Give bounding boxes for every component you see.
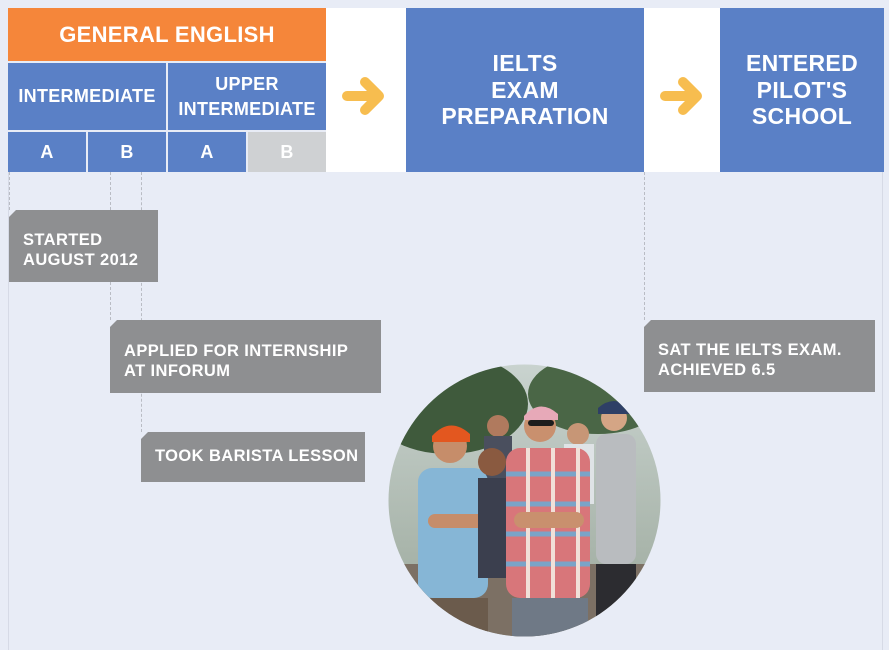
- sublevel-intermediate-a: A: [8, 132, 86, 172]
- sublevel-upper-a: A: [168, 132, 246, 172]
- milestone-internship-text: APPLIED FOR INTERNSHIP AT INFORUM: [124, 341, 349, 380]
- group-photo: [388, 364, 661, 637]
- note-notch: [9, 210, 16, 217]
- stage-pilot-school: ENTERED PILOT'S SCHOOL: [720, 8, 884, 172]
- milestone-started: STARTED AUGUST 2012: [9, 210, 158, 282]
- connector-line-ielts: [644, 172, 645, 320]
- note-notch: [110, 320, 117, 327]
- frame-line-left: [8, 172, 9, 650]
- connector-line-started: [9, 172, 10, 210]
- right-arrow-icon: [342, 77, 384, 115]
- stage-ielts-preparation: IELTS EXAM PREPARATION: [406, 8, 644, 172]
- milestone-barista-text: TOOK BARISTA LESSON: [155, 447, 359, 466]
- connector-line-barista: [141, 172, 142, 432]
- sublevel-intermediate-b: B: [88, 132, 166, 172]
- level-general-english: GENERAL ENGLISH: [8, 8, 326, 61]
- right-arrow-icon: [660, 77, 702, 115]
- milestone-ielts-result: SAT THE IELTS EXAM. ACHIEVED 6.5: [644, 320, 875, 392]
- milestone-started-text: STARTED AUGUST 2012: [23, 231, 139, 269]
- sublevel-upper-b: B: [248, 132, 326, 172]
- stage-ielts-label: IELTS EXAM PREPARATION: [441, 50, 609, 130]
- frame-line-right: [882, 8, 883, 650]
- level-intermediate: INTERMEDIATE: [8, 63, 166, 130]
- stage-pilot-label: ENTERED PILOT'S SCHOOL: [745, 50, 858, 130]
- note-notch: [141, 432, 148, 439]
- note-notch: [644, 320, 651, 327]
- milestone-internship: APPLIED FOR INTERNSHIP AT INFORUM: [110, 320, 381, 393]
- level-upper-intermediate-label: UPPER INTERMEDIATE: [178, 74, 316, 119]
- milestone-ielts-result-text: SAT THE IELTS EXAM. ACHIEVED 6.5: [658, 341, 842, 379]
- arrow-gap-2: [644, 8, 720, 172]
- milestone-barista: TOOK BARISTA LESSON: [141, 432, 365, 482]
- level-upper-intermediate: UPPER INTERMEDIATE: [168, 63, 326, 130]
